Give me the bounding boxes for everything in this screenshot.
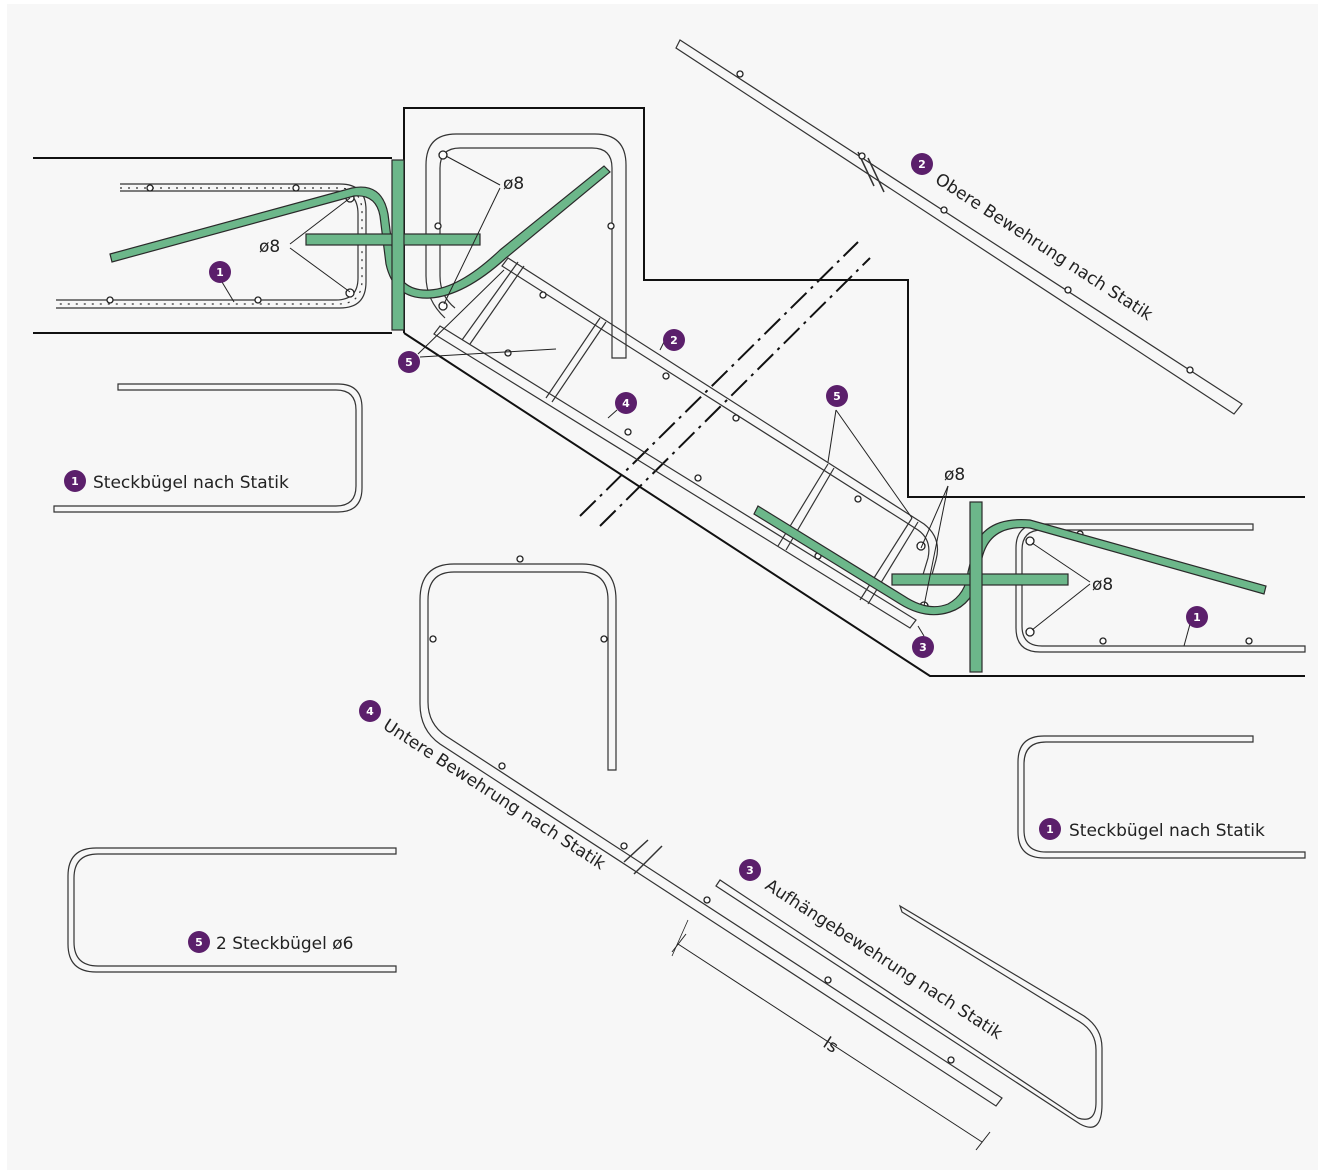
stirrup-5a	[461, 261, 519, 341]
label-dia-lower: ø8	[944, 465, 965, 485]
label-steckbuegel-right: Steckbügel nach Statik	[1069, 821, 1265, 841]
rebar-aufhaenge	[715, 879, 1103, 1128]
label-dia-right: ø8	[1092, 575, 1113, 595]
rebar-steckbuegel-o6	[67, 847, 397, 973]
badge-4-untere: 4	[359, 700, 381, 722]
badge-2-obere: 2	[911, 153, 933, 175]
stirrup-5d	[859, 517, 913, 601]
text-labels: Steckbügel nach Statik Steckbügel nach S…	[93, 169, 1265, 1057]
svg-text:1: 1	[71, 475, 79, 488]
rebar-untere	[419, 563, 1003, 1107]
badge-1-left-slab: 1	[209, 261, 231, 283]
label-obere: Obere Bewehrung nach Statik	[931, 169, 1156, 325]
rebar-stirrup-left-top	[56, 183, 367, 309]
badge-2-slope: 2	[663, 329, 685, 351]
svg-text:4: 4	[366, 705, 374, 718]
rebar-stirrup-joint	[425, 133, 627, 359]
svg-text:1: 1	[1046, 823, 1054, 836]
bar-dots	[106, 70, 1253, 1064]
svg-text:1: 1	[1193, 611, 1201, 624]
badge-5-lower: 5	[826, 385, 848, 407]
green-connector-left	[391, 159, 405, 331]
break-lines	[579, 241, 871, 527]
badge-3-joint: 3	[912, 636, 934, 658]
svg-text:3: 3	[919, 641, 927, 654]
badge-3-aufhaenge: 3	[739, 859, 761, 881]
rebar-steckbuegel-left	[53, 383, 363, 513]
label-ls: ls	[819, 1033, 841, 1057]
rebar-steckbuegel-right	[1017, 735, 1306, 859]
svg-text:2: 2	[918, 158, 926, 171]
svg-text:5: 5	[833, 390, 841, 403]
badge-4-slope: 4	[615, 392, 637, 414]
rebars	[53, 39, 1306, 1128]
badge-1-right-slab: 1	[1186, 606, 1208, 628]
badges: 1 1 5 2 4 2 5 3 1 1 4 3 5	[64, 153, 1208, 953]
svg-text:5: 5	[405, 356, 413, 369]
stirrup-5b	[545, 317, 601, 399]
leader-lines	[221, 155, 1191, 647]
label-aufhaenge: Aufhängebewehrung nach Statik	[761, 875, 1006, 1044]
badge-1-right-label: 1	[1039, 818, 1061, 840]
concrete-outline	[33, 107, 1305, 677]
drawing-canvas	[7, 4, 1318, 1170]
rebar-slope-lower	[433, 325, 917, 629]
svg-text:4: 4	[622, 397, 630, 410]
badge-1-left-label: 1	[64, 470, 86, 492]
label-dia-left: ø8	[259, 237, 280, 257]
green-bar-right-curved	[753, 505, 1267, 616]
svg-text:3: 3	[746, 864, 754, 877]
dimension-ls	[671, 919, 991, 1151]
rebar-obere	[675, 39, 1243, 415]
rebar-stirrup-right	[1015, 523, 1306, 653]
label-untere: Untere Bewehrung nach Statik	[379, 715, 609, 874]
label-dia-joint: ø8	[503, 174, 524, 194]
green-connector-right	[969, 501, 983, 673]
badge-5-steckbuegel: 5	[188, 931, 210, 953]
svg-text:5: 5	[195, 936, 203, 949]
green-bars	[109, 159, 1267, 673]
green-bar-left-curved	[109, 165, 611, 299]
label-steckbuegel-left: Steckbügel nach Statik	[93, 473, 289, 493]
label-steckbuegel-o6: 2 Steckbügel ø6	[216, 934, 354, 954]
svg-text:1: 1	[216, 266, 224, 279]
svg-text:2: 2	[670, 334, 678, 347]
badge-5-upper: 5	[398, 351, 420, 373]
rebar-slope-upper	[501, 257, 939, 583]
